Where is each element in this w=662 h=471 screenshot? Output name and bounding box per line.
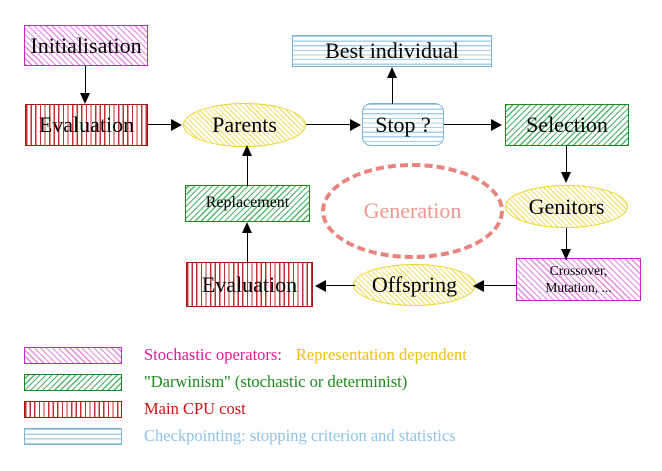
node-initialisation-label: Initialisation: [30, 32, 142, 58]
node-offspring-label: Offspring: [371, 272, 458, 298]
node-stop[interactable]: Stop ?: [362, 103, 444, 146]
node-offspring[interactable]: Offspring: [353, 264, 476, 306]
edge-crossover-to-offspring-arrowhead: [473, 280, 484, 292]
edge-parents-to-stop-line: [306, 124, 357, 126]
node-generation-label: Generation: [363, 198, 462, 223]
edge-initialisation-to-evaluation-line: [85, 66, 87, 96]
node-best-individual-label: Best individual: [325, 38, 459, 64]
node-evaluation-top[interactable]: Evaluation: [25, 104, 148, 146]
node-replacement-label: Replacement: [205, 194, 290, 212]
edge-offspring-to-evaluation-line: [325, 285, 355, 287]
edge-replacement-to-parents-arrowhead: [242, 145, 252, 156]
node-genitors-label: Genitors: [528, 193, 605, 219]
edge-genitors-to-crossover-line: [566, 228, 568, 260]
legend-label-stochastic-operators: Stochastic operators:: [144, 345, 282, 364]
node-stop-label: Stop ?: [375, 111, 431, 137]
edge-stop-to-selection-line: [444, 124, 496, 126]
legend-swatch-green-diagonal-hatch: [24, 373, 122, 391]
edge-initialisation-to-evaluation-arrowhead: [80, 93, 90, 104]
node-crossover-mutation[interactable]: Crossover, Mutation, ...: [516, 258, 641, 301]
edge-offspring-to-evaluation-arrowhead: [315, 280, 326, 292]
edge-genitors-to-crossover-arrowhead: [561, 249, 571, 260]
node-initialisation[interactable]: Initialisation: [24, 25, 148, 66]
legend-label-darwinism: "Darwinism" (stochastic or determinist): [144, 372, 408, 391]
edge-selection-to-genitors-arrowhead: [561, 172, 571, 183]
node-replacement[interactable]: Replacement: [185, 185, 310, 222]
node-crossover-mutation-label: Crossover, Mutation, ...: [545, 262, 612, 295]
legend-row-darwinism: "Darwinism" (stochastic or determinist): [24, 371, 407, 393]
legend-swatch-red-vertical-hatch: [24, 400, 122, 418]
edge-parents-to-stop-arrowhead: [350, 119, 361, 131]
legend-swatch-blue-horizontal-hatch: [24, 427, 122, 445]
legend-row-stochastic: Stochastic operators: Representation dep…: [24, 344, 467, 366]
node-selection-label: Selection: [526, 112, 608, 138]
node-evaluation-top-label: Evaluation: [38, 112, 135, 138]
edge-crossover-to-offspring-line: [479, 285, 517, 287]
legend-row-cpu-cost: Main CPU cost: [24, 398, 246, 420]
node-genitors[interactable]: Genitors: [505, 185, 628, 228]
edge-selection-to-genitors-line: [566, 146, 568, 180]
legend-label-checkpointing: Checkpointing: stopping criterion and st…: [144, 426, 456, 445]
edge-evaluation-to-parents-line: [148, 124, 175, 126]
node-evaluation-bottom-label: Evaluation: [201, 271, 298, 297]
legend-swatch-magenta-diagonal-hatch: [24, 346, 122, 364]
legend-label-main-cpu-cost: Main CPU cost: [144, 399, 246, 418]
node-parents[interactable]: Parents: [183, 103, 306, 147]
node-generation-annotation: Generation: [321, 163, 504, 259]
legend-label-representation-dependent: Representation dependent: [295, 345, 467, 364]
edge-evaluation-to-replacement-line: [247, 228, 249, 263]
node-evaluation-bottom[interactable]: Evaluation: [186, 262, 313, 307]
edge-stop-to-best-individual-arrowhead: [387, 67, 397, 78]
node-parents-label: Parents: [212, 112, 277, 138]
legend-row-checkpointing: Checkpointing: stopping criterion and st…: [24, 425, 456, 447]
edge-stop-to-best-individual-line: [392, 72, 394, 104]
edge-replacement-to-parents-line: [247, 152, 249, 186]
edge-stop-to-selection-arrowhead: [491, 119, 502, 131]
edge-evaluation-to-replacement-arrowhead: [242, 222, 252, 233]
edge-evaluation-to-parents-arrowhead: [171, 119, 182, 131]
node-best-individual[interactable]: Best individual: [292, 35, 492, 67]
node-selection[interactable]: Selection: [505, 104, 629, 146]
